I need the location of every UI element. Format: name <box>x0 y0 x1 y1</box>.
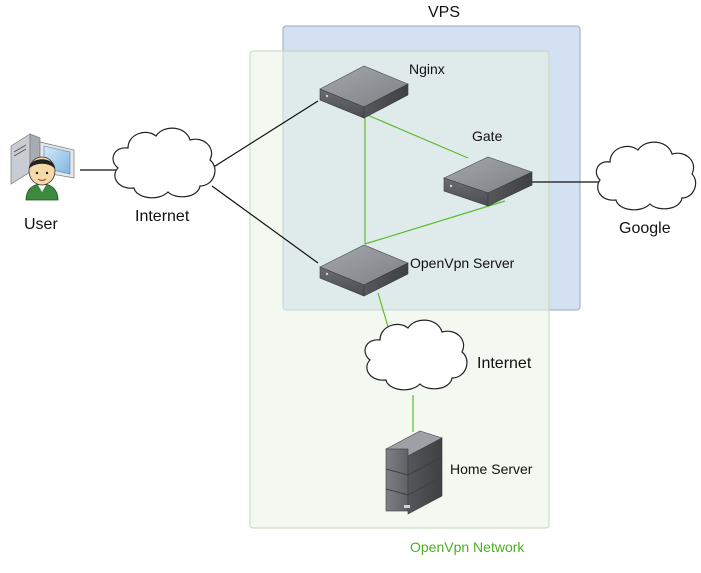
internet-cloud-icon <box>112 127 216 199</box>
internet-cloud-bottom-icon <box>364 319 468 391</box>
internet-bottom-label: Internet <box>477 355 532 372</box>
home-server-label: Home Server <box>450 461 533 477</box>
google-cloud-icon <box>595 141 697 211</box>
link-nginx-gate <box>364 113 469 159</box>
openvpn-network-label: OpenVpn Network <box>410 539 525 555</box>
user-avatar-icon <box>25 156 59 201</box>
link-openvpn-internet <box>377 292 390 331</box>
user-label: User <box>24 216 58 233</box>
nginx-label: Nginx <box>409 61 445 77</box>
link-internet-openvpn <box>211 185 319 264</box>
home-server-icon <box>385 430 443 515</box>
gate-label: Gate <box>472 128 503 144</box>
google-label: Google <box>619 220 671 237</box>
openvpn-server-icon <box>319 244 409 297</box>
vps-label: VPS <box>428 4 461 21</box>
openvpn-server-label: OpenVpn Server <box>410 255 515 271</box>
internet-left-label: Internet <box>135 208 190 225</box>
nginx-server-icon <box>319 65 409 119</box>
link-internet-nginx <box>211 100 319 169</box>
link-openvpn-gate <box>364 200 506 245</box>
gate-server-icon <box>443 156 533 207</box>
